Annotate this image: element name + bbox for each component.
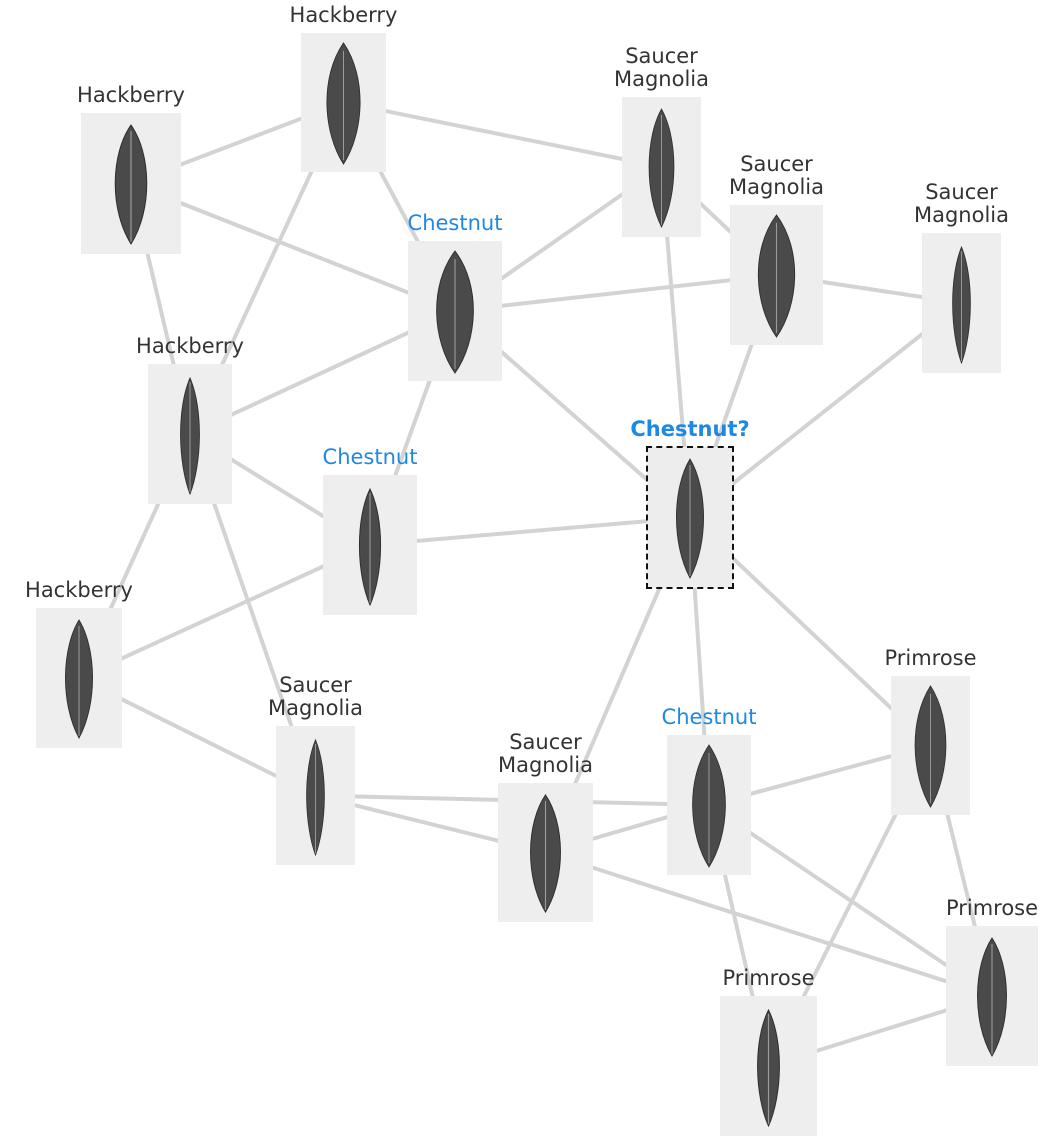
leaf-image xyxy=(891,676,970,815)
leaf-graphic xyxy=(676,458,704,579)
leaf-graphic xyxy=(692,744,726,868)
leaf-graphic xyxy=(914,685,947,808)
leaf-image xyxy=(720,996,817,1136)
graph-edge xyxy=(368,515,692,547)
leaf-image xyxy=(36,608,122,748)
node-label: Primrose xyxy=(722,966,815,990)
node-label: Hackberry xyxy=(289,3,398,27)
graph-edge xyxy=(688,301,964,520)
leaf-graphic xyxy=(757,1008,780,1128)
graph-node[interactable]: Chestnut xyxy=(662,706,756,875)
leaf-image xyxy=(301,33,386,172)
leaf-graphic xyxy=(180,376,200,496)
node-label: Hackberry xyxy=(136,334,244,358)
leaf-graphic xyxy=(757,214,796,338)
leaf-graphic xyxy=(114,124,148,245)
leaf-image xyxy=(498,783,593,922)
node-label: Chestnut xyxy=(661,705,757,729)
leaf-graphic xyxy=(65,619,93,739)
graph-node[interactable]: Primrose xyxy=(946,897,1038,1066)
leaf-graphic xyxy=(530,794,561,914)
node-label: Hackberry xyxy=(25,578,133,602)
graph-node[interactable]: Primrose xyxy=(884,647,977,815)
leaf-graphic xyxy=(436,250,474,374)
graph-node[interactable]: Chestnut xyxy=(408,212,502,381)
node-label: Chestnut xyxy=(322,445,418,469)
leaf-image xyxy=(667,735,751,875)
leaf-graphic xyxy=(977,937,1007,1057)
leaf-graphic xyxy=(306,738,325,857)
node-label: Saucer Magnolia xyxy=(613,44,710,91)
leaf-graphic xyxy=(952,245,971,365)
node-label: Hackberry xyxy=(77,83,185,107)
node-label: Chestnut xyxy=(407,211,503,235)
leaf-image xyxy=(622,97,701,237)
graph-node[interactable]: Saucer Magnolia xyxy=(729,153,824,345)
graph-edge xyxy=(453,273,779,313)
graph-node[interactable]: Primrose xyxy=(720,967,817,1136)
leaf-image xyxy=(730,205,823,345)
leaf-image xyxy=(946,926,1038,1066)
leaf-graphic xyxy=(326,42,361,165)
graph-node[interactable]: Hackberry xyxy=(77,84,185,254)
node-label: Saucer Magnolia xyxy=(728,152,825,199)
graph-edge xyxy=(341,100,664,169)
graph-node[interactable]: Chestnut? xyxy=(630,418,750,589)
graph-node[interactable]: Hackberry xyxy=(25,579,133,748)
leaf-image xyxy=(276,726,355,865)
graph-edge xyxy=(77,543,372,680)
leaf-image xyxy=(646,446,734,589)
graph-edge xyxy=(129,181,457,313)
graph-node[interactable]: Hackberry xyxy=(290,4,397,172)
node-label: Saucer Magnolia xyxy=(497,730,594,777)
node-label: Primrose xyxy=(945,896,1039,920)
leaf-image xyxy=(81,113,181,254)
leaf-image xyxy=(148,364,232,504)
graph-node[interactable]: Saucer Magnolia xyxy=(498,731,593,922)
leaf-image xyxy=(323,475,417,615)
graph-node[interactable]: Saucer Magnolia xyxy=(914,181,1009,373)
node-label: Saucer Magnolia xyxy=(913,180,1010,227)
graph-node[interactable]: Chestnut xyxy=(323,446,417,615)
node-label: Primrose xyxy=(884,646,977,670)
leaf-image xyxy=(408,241,502,381)
leaf-image xyxy=(922,233,1001,373)
graph-node[interactable]: Saucer Magnolia xyxy=(614,45,709,237)
node-label: Chestnut? xyxy=(630,417,750,441)
leaf-graphic xyxy=(648,108,675,228)
graph-edge xyxy=(543,850,994,998)
graph-node[interactable]: Hackberry xyxy=(136,335,244,504)
leaf-graphic xyxy=(358,487,382,607)
graph-node[interactable]: Saucer Magnolia xyxy=(268,674,363,865)
node-label: Saucer Magnolia xyxy=(267,673,364,720)
